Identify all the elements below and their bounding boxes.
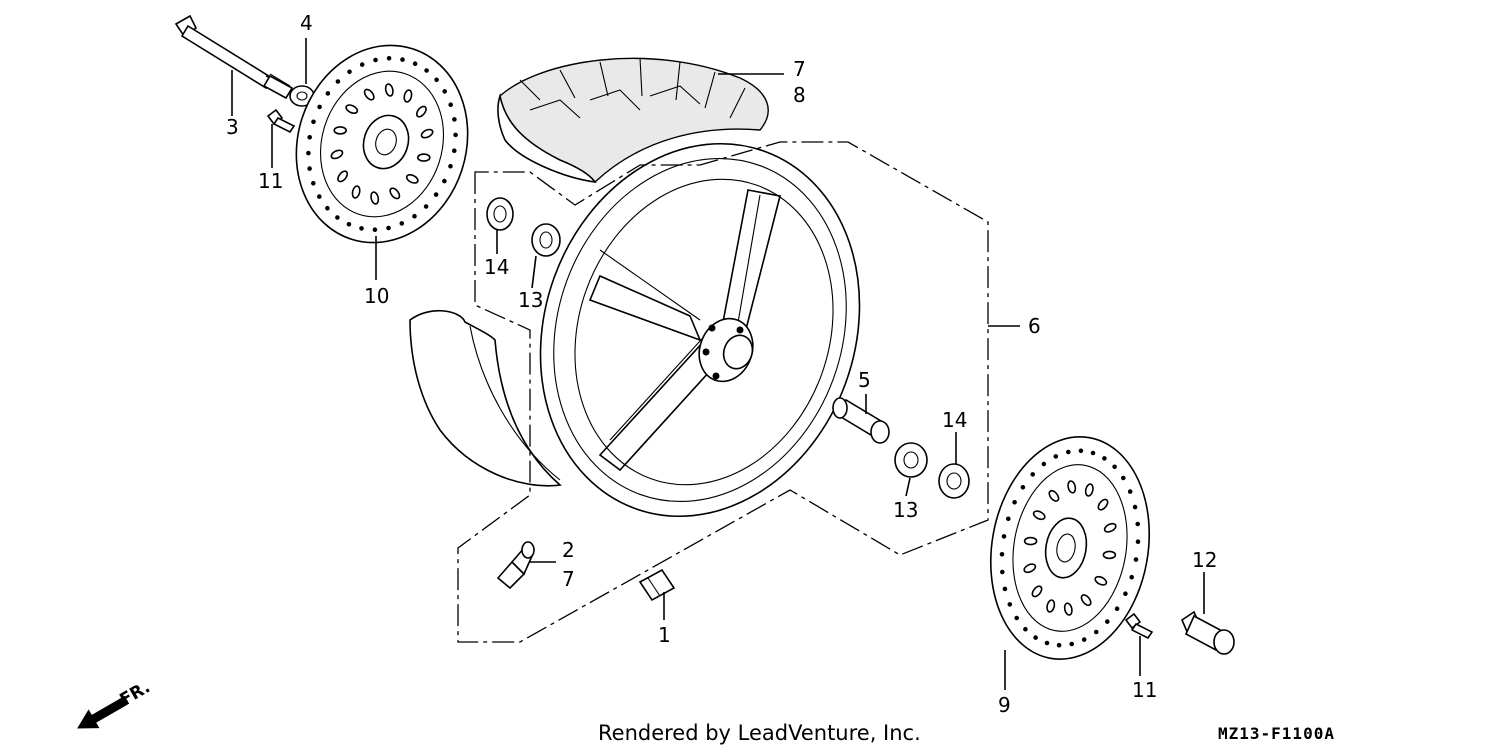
callout-3: 3 bbox=[226, 115, 239, 139]
balance-weight[interactable] bbox=[638, 568, 676, 602]
callout-labels: 1 2 3 4 5 6 7 7 8 9 10 11 11 12 13 13 14… bbox=[226, 11, 1217, 717]
callout-4: 4 bbox=[300, 11, 313, 35]
callout-7-tire: 7 bbox=[793, 57, 806, 81]
front-wheel[interactable] bbox=[489, 98, 910, 561]
callout-10: 10 bbox=[364, 284, 389, 308]
front-axle[interactable] bbox=[174, 14, 294, 100]
callout-12: 12 bbox=[1192, 548, 1217, 572]
callout-6: 6 bbox=[1028, 314, 1041, 338]
wheel-assembly-outline bbox=[457, 141, 989, 643]
side-collar[interactable] bbox=[1181, 610, 1235, 655]
front-direction-arrow: FR. bbox=[77, 677, 154, 729]
bearing-right-14[interactable] bbox=[938, 463, 970, 499]
bearing-left-14[interactable] bbox=[486, 197, 514, 231]
callout-13-right: 13 bbox=[893, 498, 918, 522]
callout-1: 1 bbox=[658, 623, 671, 647]
brake-disc-left[interactable] bbox=[271, 23, 493, 265]
render-credit: Rendered by LeadVenture, Inc. bbox=[598, 721, 921, 745]
brake-disc-right[interactable] bbox=[974, 424, 1167, 672]
callout-14-right: 14 bbox=[942, 408, 967, 432]
disc-bolt-upper[interactable] bbox=[266, 108, 296, 134]
bearing-right-13[interactable] bbox=[894, 442, 928, 478]
callout-8: 8 bbox=[793, 83, 806, 107]
callout-7-valve: 7 bbox=[562, 567, 575, 591]
tire-valve[interactable] bbox=[496, 541, 535, 590]
disc-bolt-lower[interactable] bbox=[1124, 612, 1154, 640]
leader-lines bbox=[231, 38, 1205, 690]
diagram-code: MZ13-F1100A bbox=[1218, 724, 1335, 743]
callout-14-left: 14 bbox=[484, 255, 509, 279]
callout-13-left: 13 bbox=[518, 288, 543, 312]
bearing-left-13[interactable] bbox=[531, 223, 561, 257]
callout-9: 9 bbox=[998, 693, 1011, 717]
front-tire[interactable] bbox=[497, 57, 769, 184]
rim-band bbox=[409, 309, 562, 487]
callout-11-lower: 11 bbox=[1132, 678, 1157, 702]
distance-collar[interactable] bbox=[832, 397, 890, 444]
callout-2: 2 bbox=[562, 538, 575, 562]
callout-11-upper: 11 bbox=[258, 169, 283, 193]
callout-5: 5 bbox=[858, 368, 871, 392]
